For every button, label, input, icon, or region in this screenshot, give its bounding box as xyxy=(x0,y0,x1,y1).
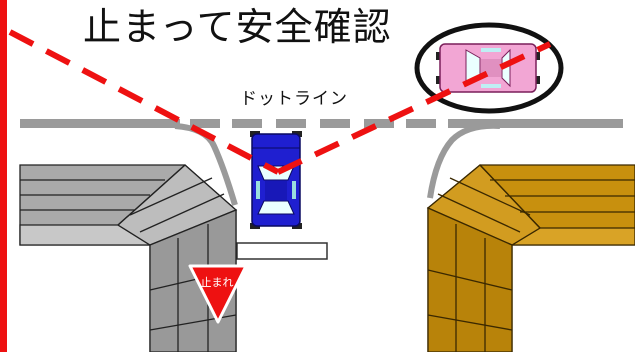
left-edge-bar xyxy=(0,0,7,352)
stop-sign-label: 止まれ xyxy=(200,276,234,289)
own-car xyxy=(250,131,302,229)
left-building xyxy=(19,164,238,352)
stop-sign xyxy=(188,264,248,324)
dot-line-label: ドットライン xyxy=(240,89,348,109)
dot-line xyxy=(20,119,623,128)
other-car xyxy=(436,43,540,93)
highlight-circle xyxy=(414,22,564,114)
sight-lines xyxy=(8,29,552,175)
right-curb xyxy=(427,122,501,199)
page-title: 止まって安全確認 xyxy=(83,5,392,49)
stop-line xyxy=(236,242,328,260)
right-building xyxy=(426,164,635,352)
